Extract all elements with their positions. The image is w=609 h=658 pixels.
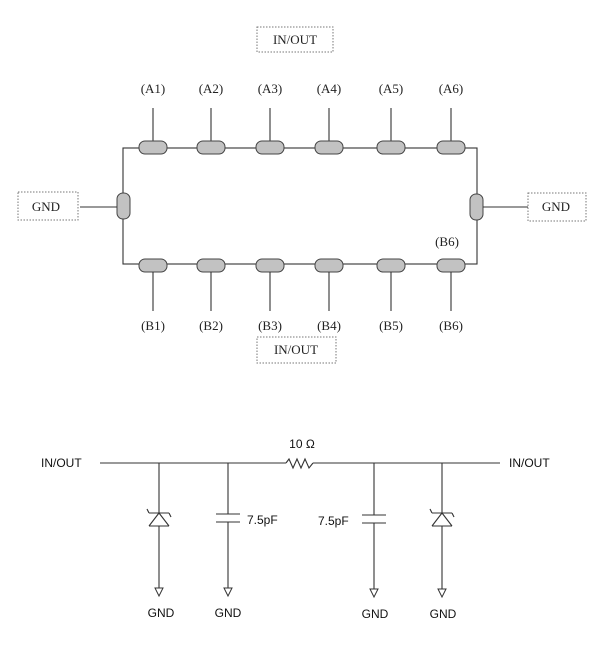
resistor-label: 10 Ω (289, 437, 315, 451)
capacitor-left (216, 463, 240, 598)
capacitor-right (362, 463, 386, 599)
gnd-label-4: GND (430, 607, 457, 621)
pin-label-b6: (B6) (439, 318, 463, 333)
pad-a2 (196, 140, 226, 155)
top-pin-labels: (A1) (A2) (A3) (A4) (A5) (A6) (141, 81, 464, 96)
capacitor-left-label: 7.5pF (247, 513, 278, 527)
inner-pin-label-b6: (B6) (435, 234, 459, 249)
pad-a5 (376, 140, 406, 155)
pad-a6 (436, 140, 466, 155)
top-io-box (256, 26, 334, 53)
pin-label-b3: (B3) (258, 318, 282, 333)
bottom-pin-leads (152, 272, 452, 311)
pad-a4 (314, 140, 344, 155)
resistor-symbol (285, 457, 314, 470)
package-outline (122, 147, 478, 265)
pad-a3 (255, 140, 285, 155)
pin-label-b2: (B2) (199, 318, 223, 333)
bottom-io-box (256, 336, 337, 364)
gnd-label-3: GND (362, 607, 389, 621)
package-diagram: IN/OUT (A1) (A2) (A3) (A4) (A5) (A6) (17, 26, 587, 364)
gnd-label-2: GND (215, 606, 242, 620)
bottom-io-label: IN/OUT (274, 342, 318, 357)
pad-gnd-left (116, 192, 131, 220)
capacitor-right-label: 7.5pF (318, 514, 349, 528)
pad-b6 (436, 258, 466, 273)
pad-gnd-right (469, 193, 484, 221)
pin-label-a4: (A4) (317, 81, 342, 96)
bottom-pads (138, 258, 466, 273)
pad-a1 (138, 140, 168, 155)
top-pads (138, 140, 466, 155)
gnd-right-box (527, 192, 587, 222)
gnd-label-1: GND (148, 606, 175, 620)
zener-diode-right (429, 463, 455, 599)
pin-label-a3: (A3) (258, 81, 283, 96)
pad-b1 (138, 258, 168, 273)
schematic-in-out-left: IN/OUT (41, 456, 82, 470)
pin-label-b5: (B5) (379, 318, 403, 333)
bottom-pin-labels: (B1) (B2) (B3) (B4) (B5) (B6) (141, 318, 463, 333)
pin-label-b4: (B4) (317, 318, 341, 333)
pad-b5 (376, 258, 406, 273)
pad-b4 (314, 258, 344, 273)
gnd-left-label: GND (32, 199, 60, 214)
pin-label-a1: (A1) (141, 81, 166, 96)
gnd-right-label: GND (542, 199, 570, 214)
pin-label-a2: (A2) (199, 81, 224, 96)
top-pin-leads (152, 108, 452, 141)
pad-b2 (196, 258, 226, 273)
pad-b3 (255, 258, 285, 273)
gnd-left-box (17, 191, 79, 221)
top-io-label: IN/OUT (273, 32, 317, 47)
pin-label-b1: (B1) (141, 318, 165, 333)
zener-diode-left (146, 463, 172, 598)
pin-label-a6: (A6) (439, 81, 464, 96)
pin-label-a5: (A5) (379, 81, 404, 96)
schematic-in-out-right: IN/OUT (509, 456, 550, 470)
schematic: IN/OUT IN/OUT 10 Ω 7.5pF (41, 437, 550, 621)
